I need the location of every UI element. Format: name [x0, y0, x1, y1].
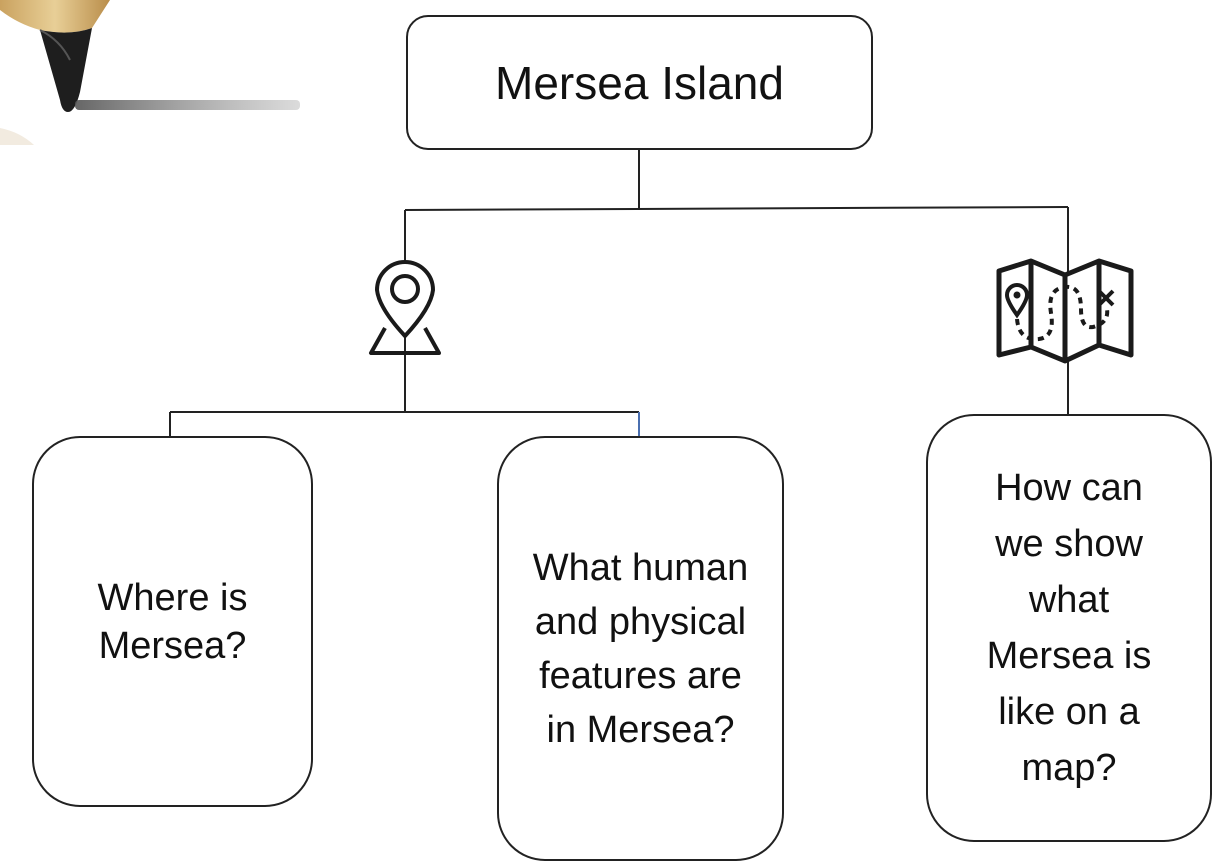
branch-bar-line [404, 206, 1069, 211]
title-text: Mersea Island [495, 56, 784, 109]
title-box: Mersea Island [406, 15, 873, 150]
where-box-text: Where is Mersea? [97, 576, 248, 667]
features-box-text: What human and physical features are in … [532, 546, 749, 751]
location-pin-map-icon [369, 260, 441, 355]
map-box: How can we show what Mersea is like on a… [926, 414, 1212, 842]
pencil-icon [0, 0, 300, 145]
treasure-map-icon [996, 258, 1134, 364]
map-box-text: How can we show what Mersea is like on a… [986, 467, 1152, 789]
where-box: Where is Mersea? [32, 436, 313, 807]
features-box: What human and physical features are in … [497, 436, 784, 861]
